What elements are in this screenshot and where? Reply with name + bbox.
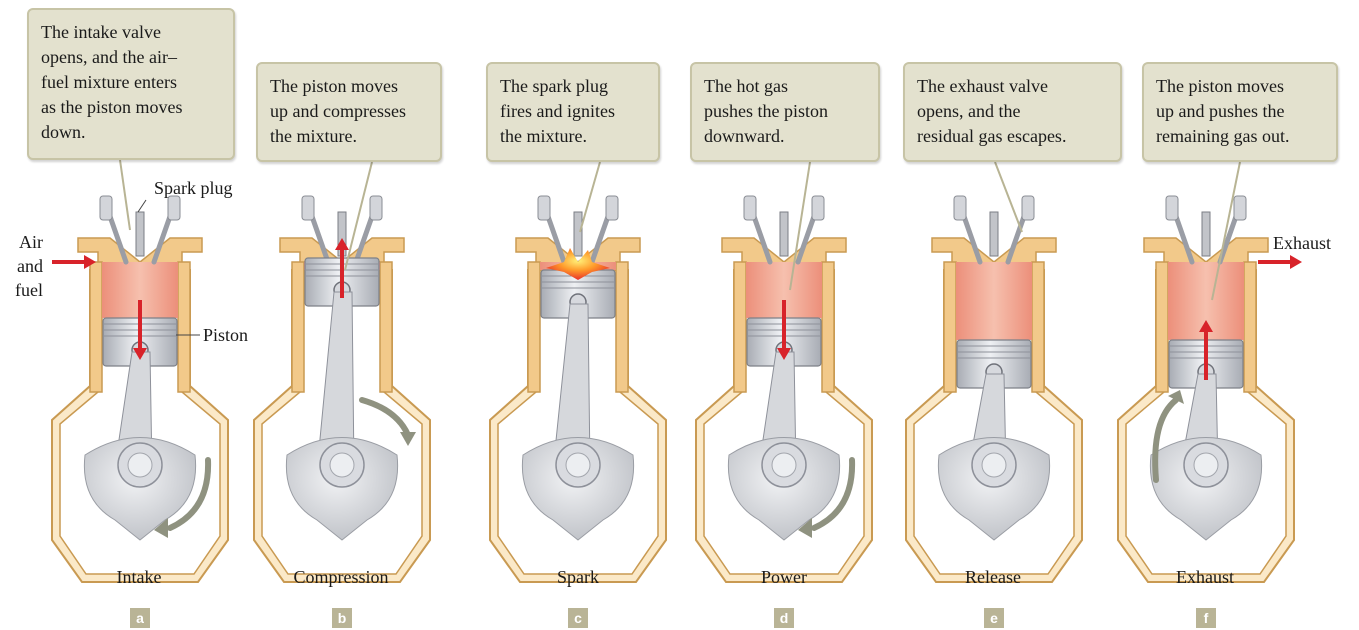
caption-release: The exhaust valve opens, and the residua… xyxy=(903,62,1122,162)
crank-journal-center xyxy=(772,453,796,477)
panel-letter-b: b xyxy=(332,608,352,628)
cylinder-wall-left xyxy=(90,262,102,392)
exhaust-outflow-arrowhead xyxy=(1290,255,1302,269)
engine-panel-a xyxy=(52,160,228,582)
crank-journal-center xyxy=(330,453,354,477)
callout-pointer xyxy=(120,160,130,230)
spark-plug xyxy=(990,212,998,256)
engine-panel-e xyxy=(906,162,1082,582)
engine-panel-f xyxy=(1118,162,1302,582)
callout-pointer xyxy=(580,162,600,232)
panel-letter-d: d xyxy=(774,608,794,628)
cylinder-wall-right xyxy=(178,262,190,392)
cylinder-wall-right xyxy=(1032,262,1044,392)
panel-letter-e: e xyxy=(984,608,1004,628)
intake-valve-spring xyxy=(954,196,966,220)
exhaust-valve-spring xyxy=(1022,196,1034,220)
exhaust-valve-spring xyxy=(1234,196,1246,220)
engine-panel-b xyxy=(254,162,430,582)
exhaust-valve-spring xyxy=(370,196,382,220)
cylinder-wall-left xyxy=(1156,262,1168,392)
stage-name-intake: Intake xyxy=(39,567,239,588)
caption-spark: The spark plug fires and ignites the mix… xyxy=(486,62,660,162)
panel-letter-a: a xyxy=(130,608,150,628)
caption-exhaust: The piston moves up and pushes the remai… xyxy=(1142,62,1338,162)
stage-name-release: Release xyxy=(893,567,1093,588)
intake-valve-spring xyxy=(302,196,314,220)
engine-panel-c xyxy=(490,162,666,582)
exhaust-valve-spring xyxy=(812,196,824,220)
cylinder-wall-right xyxy=(380,262,392,392)
stage-name-exhaust: Exhaust xyxy=(1105,567,1305,588)
intake-valve-spring xyxy=(100,196,112,220)
cylinder-wall-left xyxy=(734,262,746,392)
cylinder-wall-left xyxy=(944,262,956,392)
intake-valve-spring xyxy=(744,196,756,220)
spark-plug-label: Spark plug xyxy=(154,177,233,199)
caption-intake: The intake valve opens, and the air– fue… xyxy=(27,8,235,160)
panel-letter-f: f xyxy=(1196,608,1216,628)
caption-power: The hot gas pushes the piston downward. xyxy=(690,62,880,162)
gas-chamber xyxy=(956,262,1032,340)
piston-label: Piston xyxy=(203,324,248,346)
intake-valve-spring xyxy=(538,196,550,220)
cylinder-wall-right xyxy=(1244,262,1256,392)
cylinder-wall-right xyxy=(822,262,834,392)
spark-plug-leader xyxy=(138,200,146,212)
exhaust-valve-spring xyxy=(168,196,180,220)
stage-name-power: Power xyxy=(684,567,884,588)
spark-plug xyxy=(136,212,144,256)
cylinder-wall-right xyxy=(616,262,628,392)
spark-plug xyxy=(780,212,788,256)
cylinder-wall-left xyxy=(528,262,540,392)
intake-valve-spring xyxy=(1166,196,1178,220)
piston-motion-arrowhead xyxy=(335,238,349,250)
exhaust-label: Exhaust xyxy=(1273,232,1331,254)
spark-plug xyxy=(1202,212,1210,256)
callout-pointer xyxy=(995,162,1022,232)
engine-panel-d xyxy=(696,162,872,582)
cylinder-wall-left xyxy=(292,262,304,392)
crank-journal-center xyxy=(1194,453,1218,477)
crank-journal-center xyxy=(982,453,1006,477)
exhaust-valve-spring xyxy=(606,196,618,220)
stage-name-compression: Compression xyxy=(241,567,441,588)
air-fuel-label: Air and fuel xyxy=(9,230,43,302)
crank-journal-center xyxy=(566,453,590,477)
stage-name-spark: Spark xyxy=(478,567,678,588)
caption-compression: The piston moves up and compresses the m… xyxy=(256,62,442,162)
panel-letter-c: c xyxy=(568,608,588,628)
crank-journal-center xyxy=(128,453,152,477)
spark-plug xyxy=(574,212,582,256)
